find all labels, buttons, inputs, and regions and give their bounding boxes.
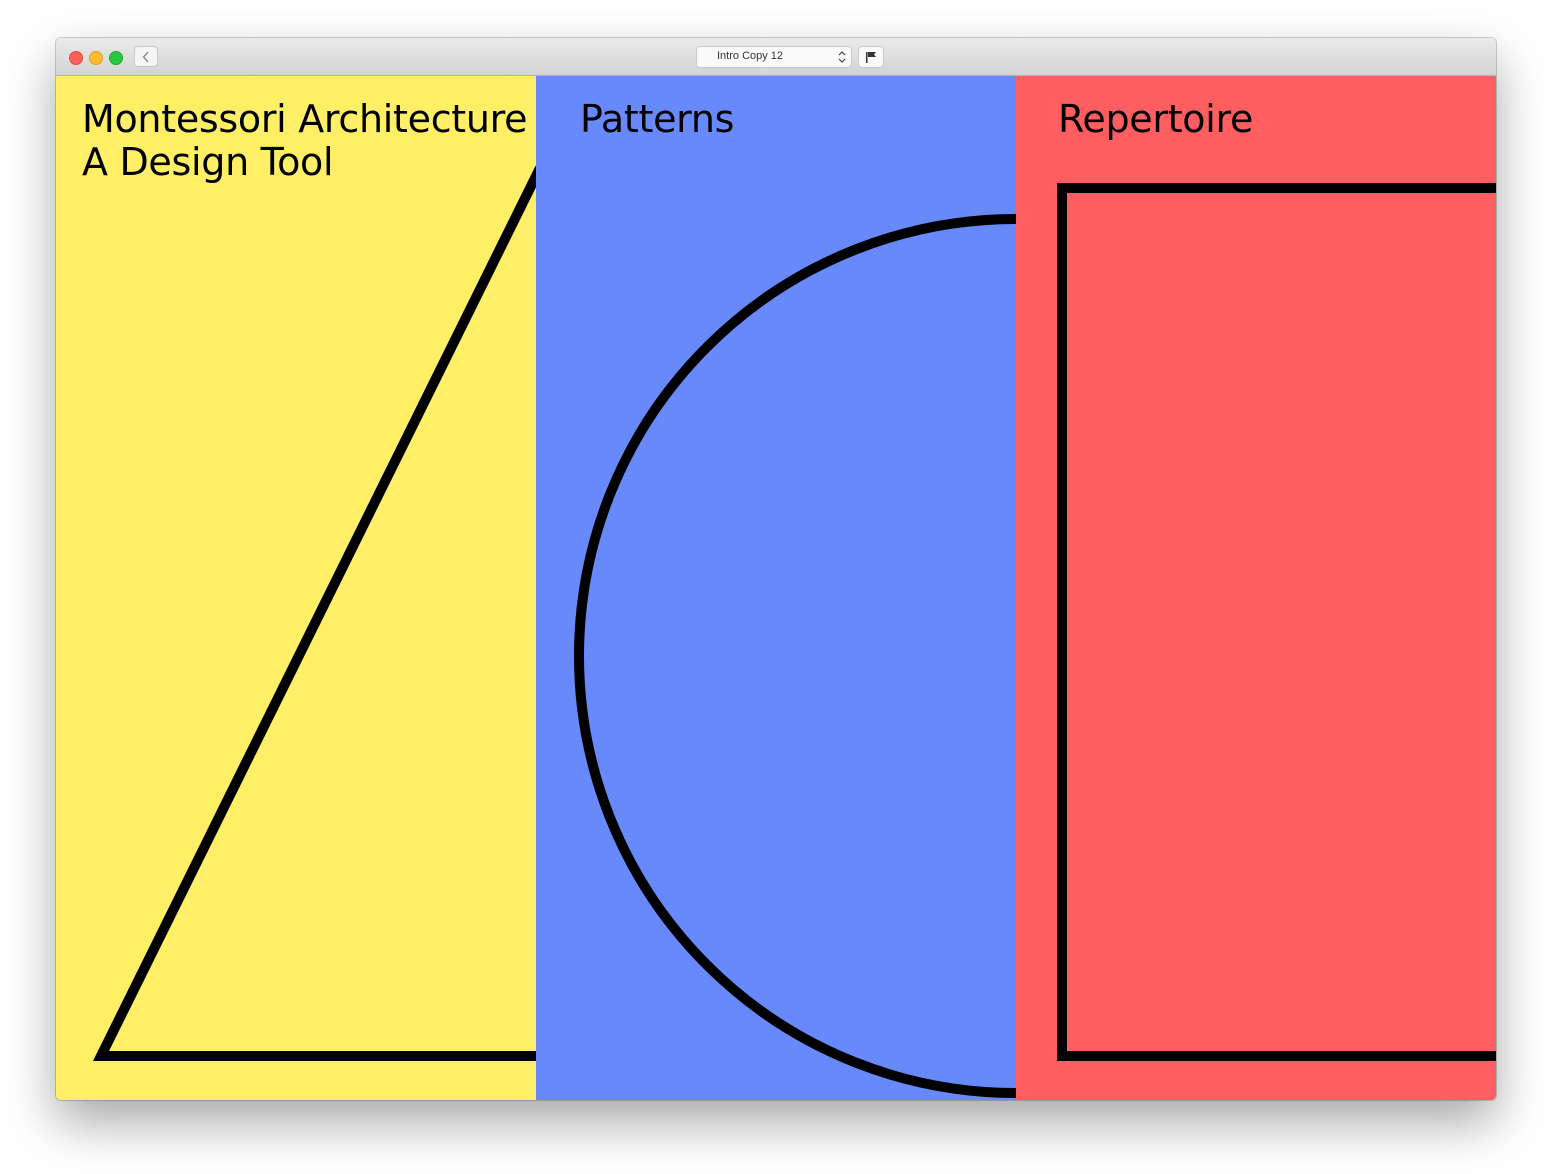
zoom-window-button[interactable] (109, 51, 123, 65)
title-bar: Intro Copy 12 (56, 38, 1496, 76)
artboard-selector[interactable]: Intro Copy 12 (696, 46, 852, 68)
minimize-window-button[interactable] (89, 51, 103, 65)
panel-repertoire[interactable]: Repertoire (1016, 76, 1496, 1100)
panel-title-repertoire: Repertoire (1058, 97, 1254, 141)
panel-patterns[interactable]: Patterns (536, 76, 1016, 1100)
artboard-selector-value: Intro Copy 12 (717, 50, 784, 62)
prototype-canvas: Montessori Architecture A Design Tool Pa… (56, 76, 1496, 1100)
chevron-up-down-icon (838, 51, 846, 63)
panel-title-patterns: Patterns (580, 97, 735, 141)
back-button[interactable] (134, 46, 158, 67)
panel-intro[interactable]: Montessori Architecture A Design Tool (56, 76, 536, 1100)
panel-title-intro: Montessori Architecture A Design Tool (82, 97, 528, 184)
chevron-left-icon (142, 51, 149, 62)
app-window: Intro Copy 12 Montessori Architecture A … (56, 38, 1496, 1100)
flag-button[interactable] (858, 46, 884, 68)
flag-icon (866, 51, 876, 63)
close-window-button[interactable] (69, 51, 83, 65)
